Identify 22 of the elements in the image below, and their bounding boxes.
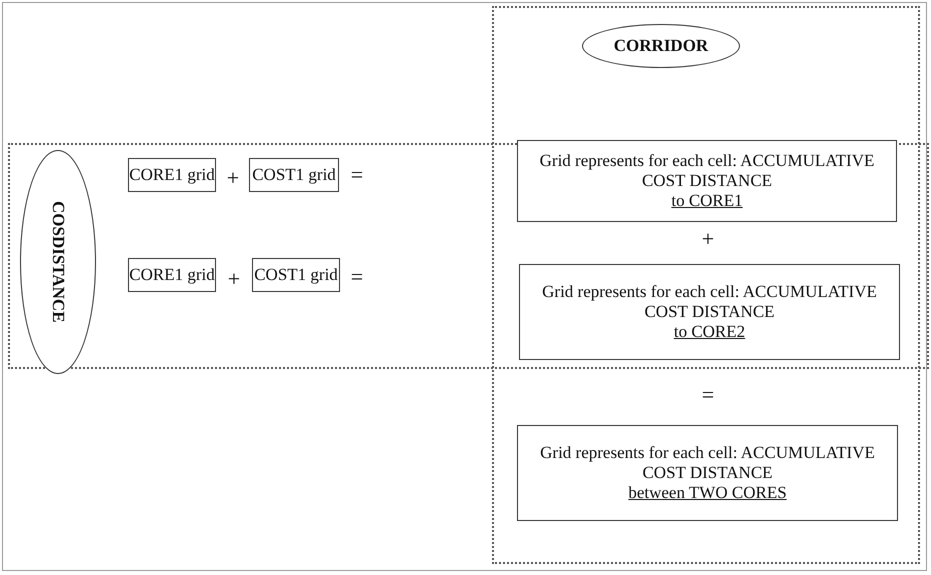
plus-sign: + bbox=[226, 268, 242, 290]
result-box bbox=[519, 264, 900, 360]
result-target: to CORE2 bbox=[674, 322, 746, 342]
node-text: CORE1 grid bbox=[129, 165, 215, 185]
result-box bbox=[517, 140, 897, 222]
node-text: COST1 grid bbox=[252, 165, 336, 185]
result-target: between TWO CORES bbox=[628, 483, 787, 503]
node-text: CORE1 grid bbox=[129, 265, 215, 285]
node-text: COSDISTANCE bbox=[48, 201, 68, 323]
plus-sign: + bbox=[700, 228, 716, 250]
grid-box bbox=[249, 158, 339, 192]
equals-sign: = bbox=[350, 164, 364, 186]
equals-sign: = bbox=[700, 384, 716, 406]
grid-box bbox=[128, 158, 216, 192]
result-target: to CORE1 bbox=[671, 191, 743, 211]
equals-sign: = bbox=[350, 266, 364, 288]
node-text: CORRIDOR bbox=[614, 36, 708, 56]
node-text: COST1 grid bbox=[254, 265, 338, 285]
result-box bbox=[517, 425, 898, 521]
plus-sign: + bbox=[226, 167, 240, 189]
grid-box bbox=[128, 258, 216, 292]
grid-box bbox=[252, 258, 340, 292]
